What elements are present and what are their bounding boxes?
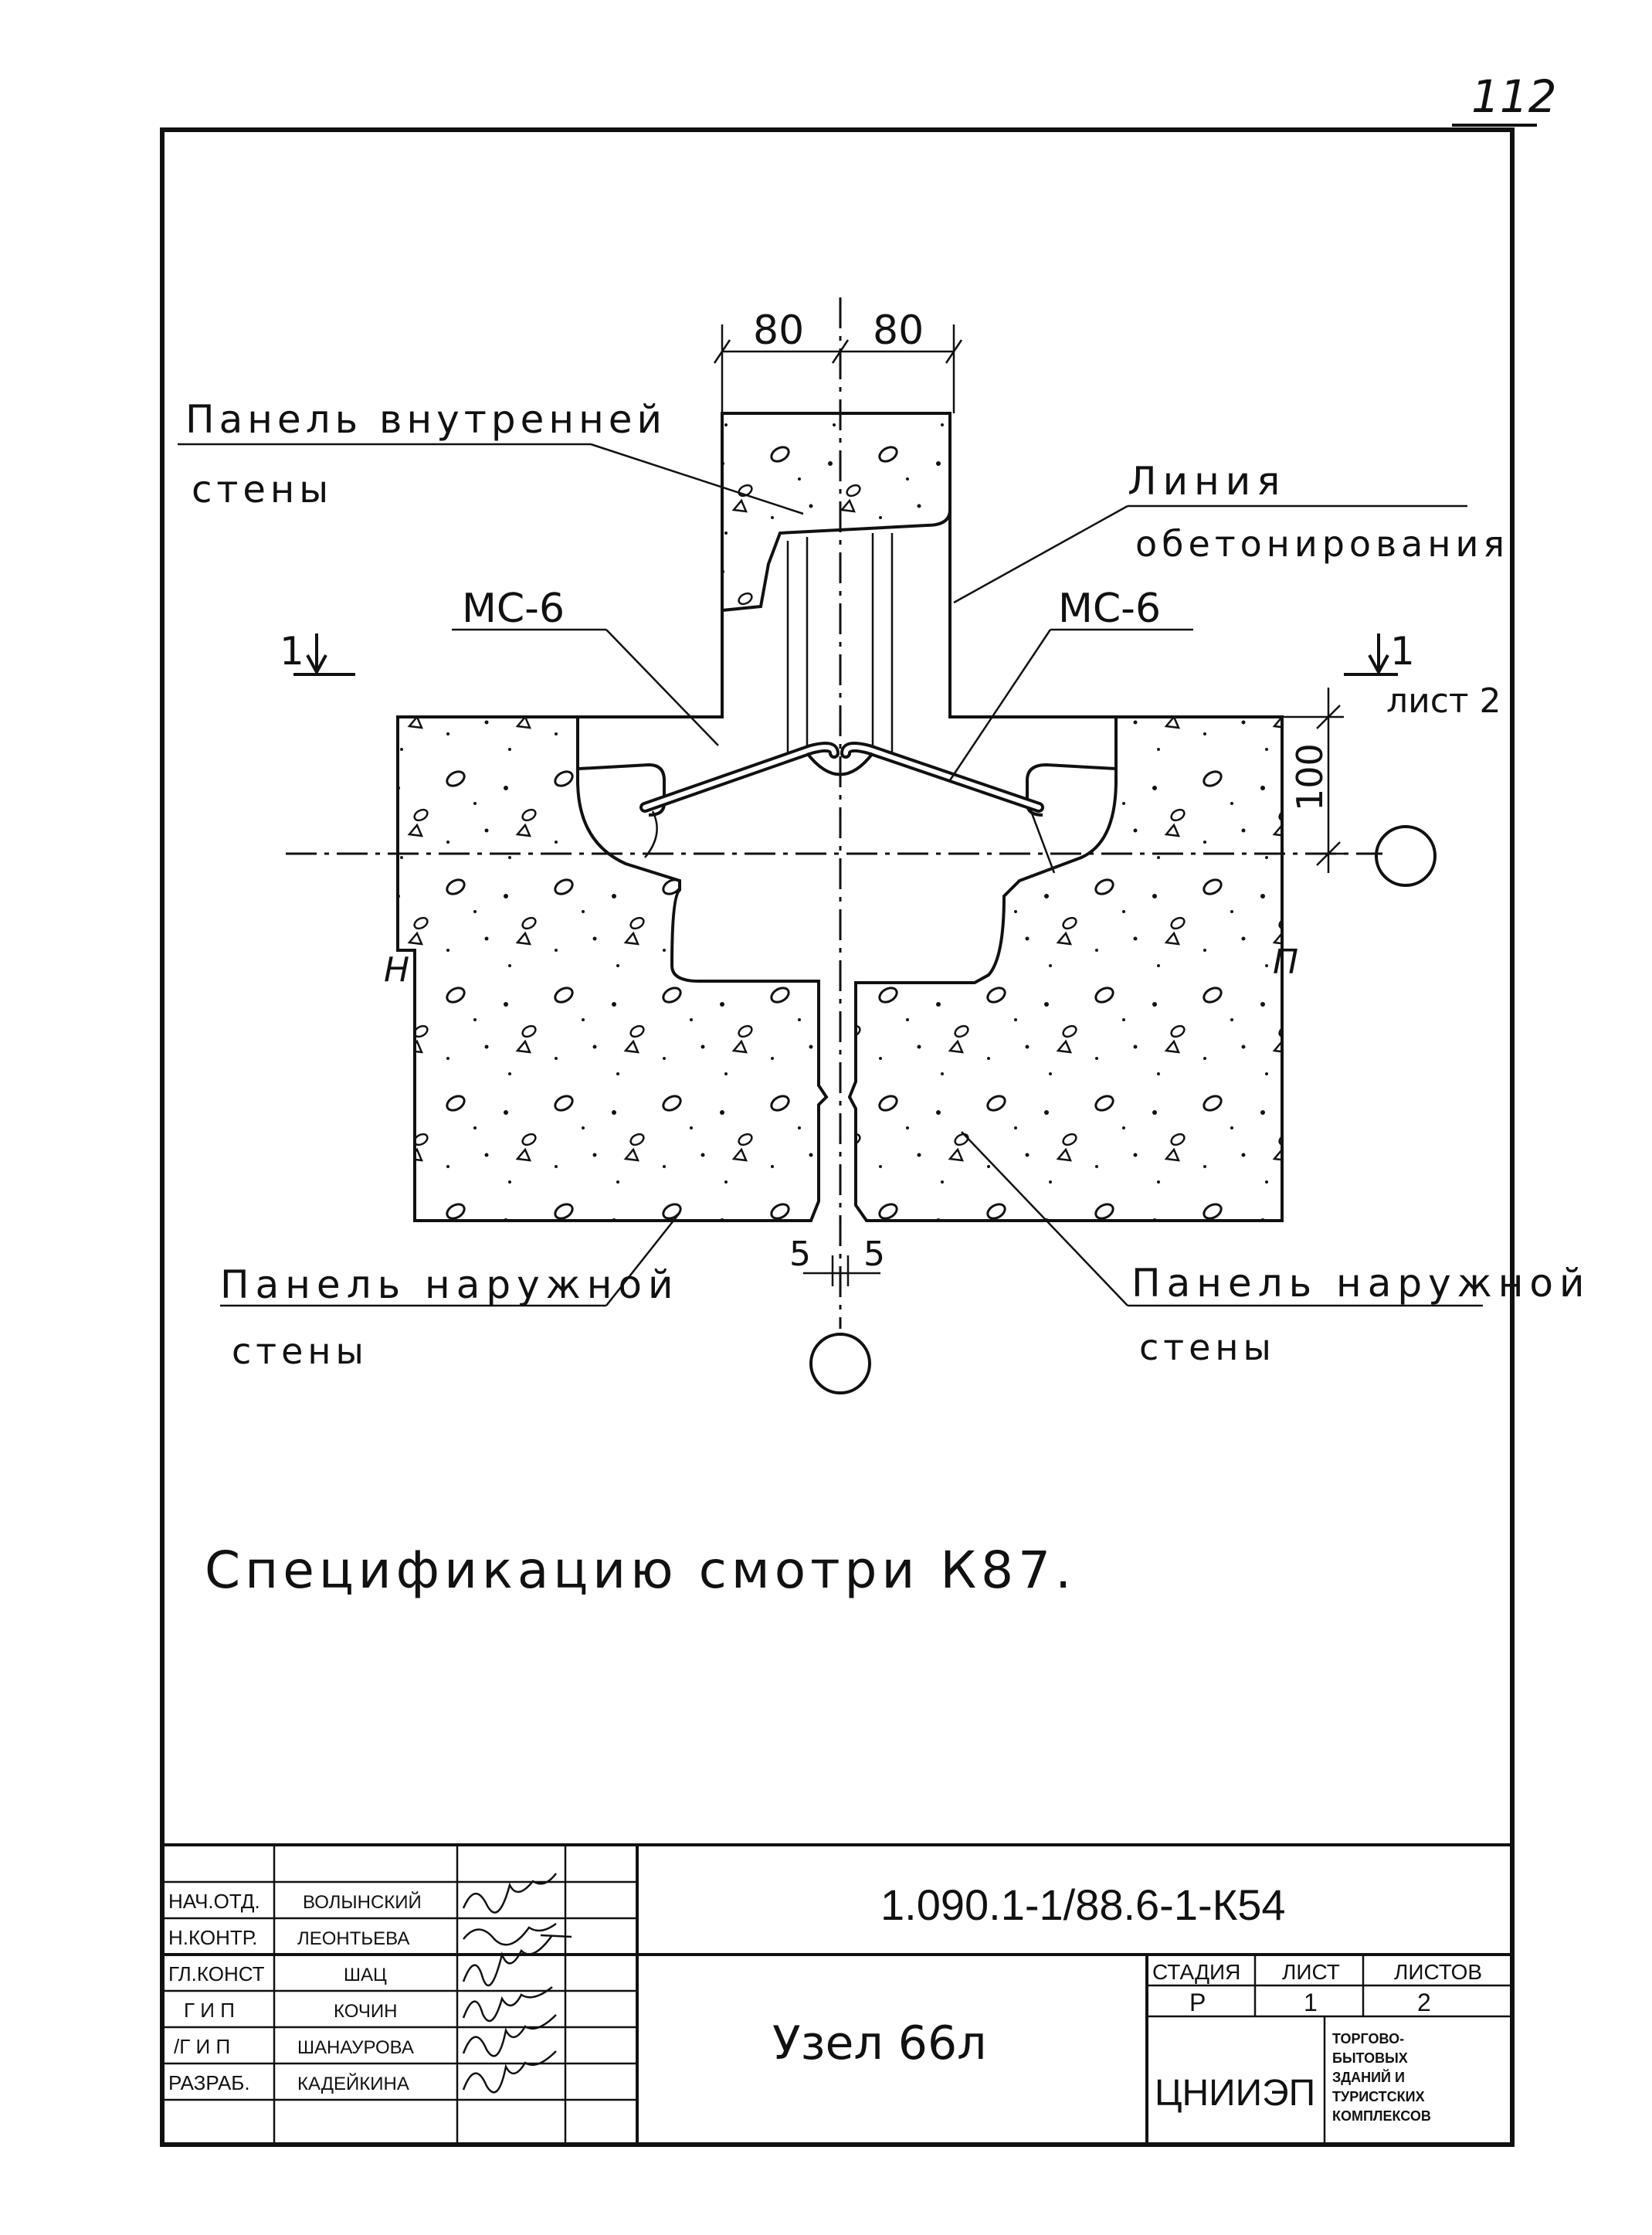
dimension-tick — [945, 339, 963, 364]
dimension-tick — [713, 339, 731, 364]
tb-organization: ЦНИИЭП — [1155, 2073, 1315, 2114]
leader-line — [961, 1131, 1128, 1306]
concreting-outline-right — [948, 413, 1282, 718]
outer-wall-panel-right-aggregate — [850, 717, 1282, 1221]
tb-stage-header: СТАДИЯ — [1152, 1960, 1240, 1984]
tb-sheets-header: ЛИСТОВ — [1394, 1960, 1482, 1984]
tb-role-1: НАЧ.ОТД. — [168, 1890, 260, 1913]
label-outer-panel-right-line2: стены — [1139, 1326, 1276, 1368]
dimension-gap-right: 5 — [863, 1235, 885, 1274]
tb-name-2: ЛЕОНТЬЕВА — [297, 1928, 409, 1949]
signature-4 — [462, 1986, 553, 2023]
tb-sheet: 1 — [1304, 1989, 1318, 2016]
signature-1 — [462, 1873, 557, 1914]
tb-role-2: Н.КОНТР. — [168, 1926, 257, 1949]
dimension-top-right: 80 — [873, 307, 924, 354]
label-inner-panel-line2: стены — [192, 468, 333, 511]
tb-name-5: ШАНАУРОВА — [297, 2037, 414, 2058]
tb-stage: Р — [1189, 1989, 1206, 2016]
leader-line — [590, 443, 804, 515]
tb-sheets: 2 — [1417, 1989, 1431, 2016]
label-outer-panel-right-line1: Панель наружной — [1131, 1261, 1591, 1306]
tb-name-3: ШАЦ — [344, 1965, 387, 1985]
tb-name-4: КОЧИН — [334, 2001, 397, 2022]
tb-org-note-4: ТУРИСТСКИХ — [1332, 2089, 1425, 2104]
section-arrowhead — [306, 654, 327, 676]
concreting-outline-left — [398, 413, 724, 718]
label-concrete-line-1: Линия — [1128, 459, 1286, 504]
embedded-loop-left — [578, 763, 666, 817]
hook-right — [1030, 810, 1056, 874]
section-sheet-ref: лист 2 — [1386, 681, 1501, 721]
tb-role-4: Г И П — [184, 1999, 235, 2022]
axis-marker-bottom — [809, 1333, 871, 1394]
tb-org-note-1: ТОРГОВО- — [1332, 2031, 1404, 2046]
section-arrowhead — [1368, 654, 1389, 676]
zone-mark-left: Н — [384, 950, 409, 990]
page-number: 112 — [1471, 70, 1557, 123]
axis-marker-right — [1375, 825, 1437, 887]
section-mark-left: 1 — [280, 629, 304, 674]
dimension-gap-left: 5 — [789, 1235, 811, 1274]
tb-org-note-2: БЫТОВЫХ — [1332, 2050, 1408, 2066]
dimension-tick — [831, 339, 850, 364]
label-mc6-left: МС-6 — [462, 586, 565, 632]
label-inner-panel-line1: Панель внутренней — [185, 397, 667, 442]
drawing-code: 1.090.1-1/88.6-1-К54 — [880, 1880, 1286, 1929]
embedded-loop-right — [1026, 763, 1117, 817]
tb-org-note-3: ЗДАНИЙ И — [1332, 2069, 1405, 2085]
inner-wall-panel-aggregate — [722, 413, 950, 610]
tb-role-5: /Г И П — [174, 2035, 230, 2058]
drawing-frame — [160, 127, 1515, 2147]
leader-line — [953, 504, 1128, 604]
label-outer-panel-left-line2: стены — [232, 1330, 368, 1372]
outer-wall-panel-left-aggregate — [398, 717, 826, 1221]
tb-name-6: КАДЕЙКИНА — [297, 2073, 409, 2094]
drawing-title: Узел 66л — [772, 2016, 987, 2070]
joint-section-drawing: 80 80 100 5 5 1 1 лист 2 Н П Панель внут… — [178, 297, 1591, 1600]
signature-3 — [462, 1934, 554, 1987]
label-mc6-right: МС-6 — [1058, 586, 1161, 632]
tb-sheet-header: ЛИСТ — [1282, 1960, 1340, 1984]
leader-line — [606, 1212, 680, 1306]
dimension-top-left: 80 — [753, 307, 804, 354]
dimension-side: 100 — [1289, 743, 1331, 811]
hook-left — [644, 810, 658, 858]
signature-6 — [462, 2050, 557, 2094]
dimension-tick — [1316, 705, 1341, 729]
section-mark-right: 1 — [1390, 629, 1415, 674]
signature-5 — [462, 2014, 557, 2057]
leader-line — [606, 629, 719, 746]
tb-role-6: РАЗРАБ. — [168, 2071, 250, 2094]
title-block: НАЧ.ОТД. Н.КОНТР. ГЛ.КОНСТ Г И П /Г И П … — [162, 1843, 1512, 2145]
label-outer-panel-left-line1: Панель наружной — [220, 1262, 680, 1307]
tb-name-1: ВОЛЫНСКИЙ — [303, 1891, 422, 1913]
tb-role-3: ГЛ.КОНСТ — [168, 1962, 265, 1985]
signature-2 — [463, 1922, 572, 1946]
leader-line — [948, 629, 1052, 781]
label-concrete-line-2: обетонирования — [1135, 523, 1509, 565]
tb-org-note-5: КОМПЛЕКСОВ — [1332, 2108, 1431, 2124]
zone-mark-right: П — [1273, 943, 1298, 982]
dimension-tick — [1316, 841, 1341, 866]
specification-note: Спецификацию смотри К87. — [205, 1540, 1076, 1600]
